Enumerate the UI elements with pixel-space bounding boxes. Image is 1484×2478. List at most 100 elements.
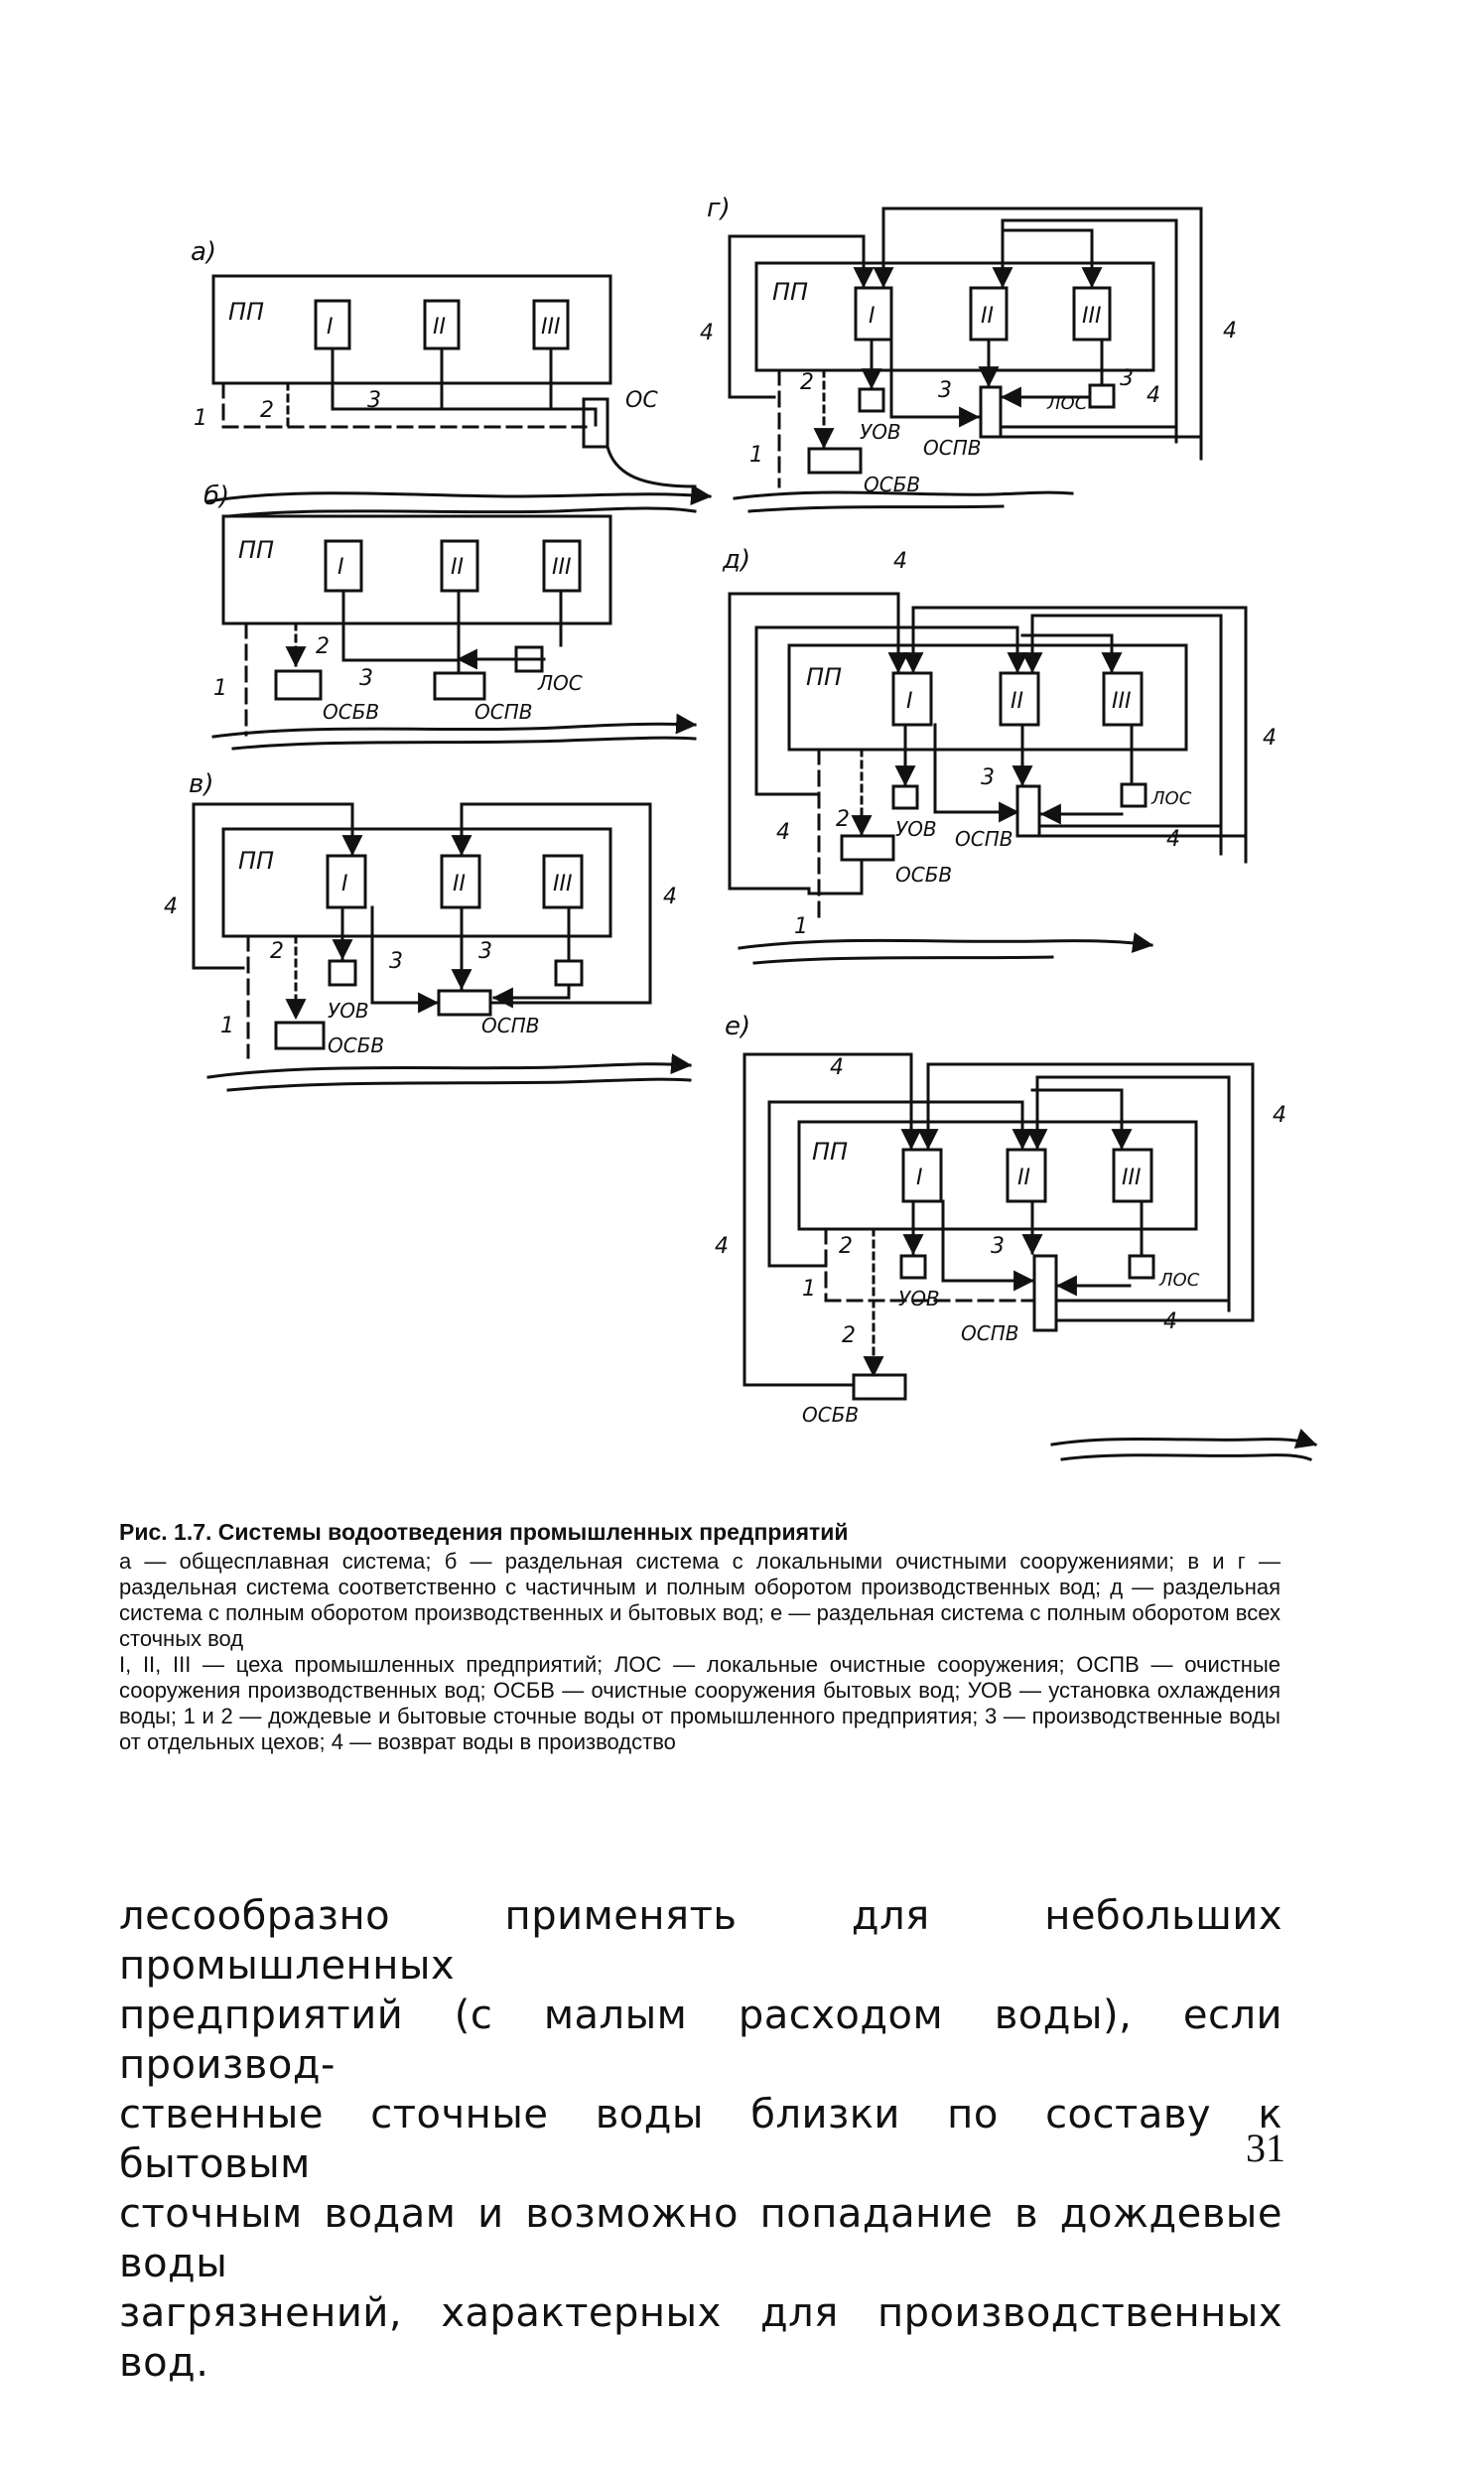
panel-v-n2: 2 (270, 939, 284, 964)
panel-d-osbv-box (840, 834, 895, 862)
panel-e-pp-label: ПП (812, 1138, 848, 1166)
panel-g-osbv-box (807, 447, 863, 475)
panel-e-uov-box (899, 1254, 927, 1280)
panel-g-los-box (1088, 383, 1116, 409)
caption-legend-systems: а — общесплавная система; б — раздельная… (119, 1549, 1281, 1651)
panel-a-enterprise-box (211, 274, 612, 385)
panel-b-shop-2-label: II (451, 555, 464, 580)
panel-a-n3: 3 (367, 388, 381, 413)
page-number: 31 (1246, 2126, 1285, 2170)
panel-e-ospv-label: ОСПВ (961, 1321, 1018, 1345)
panel-g-ospv-box (979, 385, 1003, 439)
panel-g-shop-1-label: I (869, 304, 876, 329)
panel-e-enterprise-box (797, 1120, 1198, 1231)
panel-b: б) ПП I II III 1 2 3 ОСБВ ОСПВ ЛОС (203, 482, 698, 751)
panel-v-ospv-box (437, 989, 492, 1017)
panel-d-uov-label: УОВ (895, 817, 937, 841)
panel-v-uov-box (328, 959, 357, 987)
panel-g-n4a: 4 (700, 321, 714, 345)
panel-g-uov-label: УОВ (860, 420, 901, 444)
panel-d-n4d: 4 (1166, 827, 1180, 852)
panel-v: в) ПП I II III 1 2 3 3 4 4 УОВ ОСБВ ОСПВ (164, 769, 693, 1092)
panel-b-los-box (514, 645, 544, 673)
panel-v-n4a: 4 (164, 895, 178, 919)
body-line: предприятий (с малым расходом воды), есл… (119, 1993, 1282, 2088)
panel-d-n1: 1 (794, 914, 808, 939)
figure-water-disposal-systems: а) ПП I II III 1 2 3 ОС б) ПП I II III (164, 194, 1317, 1461)
panel-a-label: а) (191, 237, 216, 267)
panel-a-os-box (582, 397, 609, 449)
panel-d-shop-2-label: II (1011, 689, 1023, 714)
panel-e-osbv-label: ОСБВ (802, 1403, 859, 1427)
panel-d-los-label: ЛОС (1150, 788, 1192, 809)
panel-d-n4c: 4 (776, 820, 790, 845)
panel-v-shop-3 (542, 854, 584, 909)
panel-a-os-label: ОС (625, 388, 658, 413)
panel-e-n1: 1 (802, 1277, 816, 1302)
panel-b-osbv-box (274, 669, 323, 701)
panel-e-n2b: 2 (842, 1323, 856, 1348)
panel-g-shop-2-label: II (981, 304, 994, 329)
panel-a-pp-label: ПП (228, 298, 264, 326)
panel-g-n2: 2 (800, 370, 814, 395)
panel-b-osbv-label: ОСБВ (323, 700, 379, 724)
panel-d-shop-3-label: III (1112, 689, 1131, 714)
panel-v-n1: 1 (220, 1014, 234, 1038)
panel-d-uov-box (891, 784, 919, 810)
panel-a-shop-2-label: II (433, 315, 446, 340)
panel-v-shop-1-label: I (341, 872, 348, 896)
panel-v-uov-label: УОВ (328, 999, 369, 1023)
panel-e-shop-2-label: II (1017, 1166, 1030, 1190)
panel-e-n2a: 2 (839, 1234, 853, 1259)
panel-v-pp-label: ПП (238, 847, 274, 875)
panel-v-ospv-label: ОСПВ (481, 1014, 539, 1037)
panel-e-osbv-box (852, 1373, 907, 1401)
panel-g-n1: 1 (749, 443, 763, 468)
caption-title: Рис. 1.7. Системы водоотведения промышле… (119, 1519, 849, 1545)
panel-e-n4a: 4 (830, 1055, 844, 1080)
caption-legend-symbols: I, II, III — цеха промышленных предприят… (119, 1652, 1281, 1754)
panel-v-box-3 (554, 959, 584, 987)
panel-d-enterprise-box (787, 643, 1188, 752)
panel-g-enterprise-box (754, 261, 1155, 372)
panel-d-ospv-box (1015, 784, 1041, 838)
panel-d: д) ПП I II III 1 2 3 4 4 4 4 УОВ (722, 545, 1277, 965)
body-line: ственные сточные воды близки по составу … (119, 2092, 1282, 2187)
panel-v-shop-3-label: III (553, 872, 572, 896)
figure-caption: Рис. 1.7. Системы водоотведения промышле… (119, 1519, 1281, 1755)
panel-g: г) ПП I II III 1 2 3 3 4 4 4 УОВ ОСБВ ОС… (700, 194, 1237, 513)
panel-v-n4b: 4 (663, 885, 677, 909)
panel-g-n4c: 4 (1147, 383, 1160, 408)
panel-d-shop-1-label: I (906, 689, 913, 714)
body-line: лесообразно применять для небольших пром… (119, 1893, 1282, 1989)
panel-b-n2: 2 (316, 634, 330, 659)
panel-d-n4b: 4 (1263, 726, 1277, 751)
panel-b-pp-label: ПП (238, 536, 274, 564)
panel-v-shop-2-label: II (453, 872, 466, 896)
panel-e-los-label: ЛОС (1158, 1270, 1200, 1291)
panel-e-los-box (1128, 1254, 1155, 1280)
panel-a-n2: 2 (260, 398, 274, 423)
panel-e: е) ПП I II III 1 2 2 3 4 4 4 4 УО (715, 1012, 1317, 1461)
panel-v-label: в) (189, 769, 213, 799)
panel-g-pp-label: ПП (772, 278, 808, 306)
panel-a: а) ПП I II III 1 2 3 ОС (191, 237, 713, 518)
panel-d-label: д) (722, 545, 750, 575)
panel-e-shop-1-label: I (916, 1166, 923, 1190)
panel-g-label: г) (707, 194, 731, 223)
panel-d-osbv-label: ОСБВ (895, 863, 952, 887)
panel-b-ospv-label: ОСПВ (474, 700, 532, 724)
panel-v-osbv-box (274, 1021, 326, 1050)
panel-g-los-label: ЛОС (1046, 393, 1088, 414)
panel-b-n1: 1 (213, 676, 227, 701)
panel-g-shop-3-label: III (1082, 304, 1101, 329)
panel-v-osbv-label: ОСБВ (328, 1033, 384, 1057)
body-line: загрязнений, характерных для производств… (119, 2290, 1282, 2386)
panel-e-n4d: 4 (1163, 1309, 1177, 1334)
panel-e-n4b: 4 (1273, 1103, 1286, 1128)
panel-e-label: е) (725, 1012, 750, 1041)
panel-a-shop-1-label: I (327, 315, 334, 340)
panel-e-n4c: 4 (715, 1234, 729, 1259)
body-line: сточным водам и возможно попадание в дож… (119, 2191, 1282, 2286)
panel-d-n2: 2 (836, 807, 850, 832)
